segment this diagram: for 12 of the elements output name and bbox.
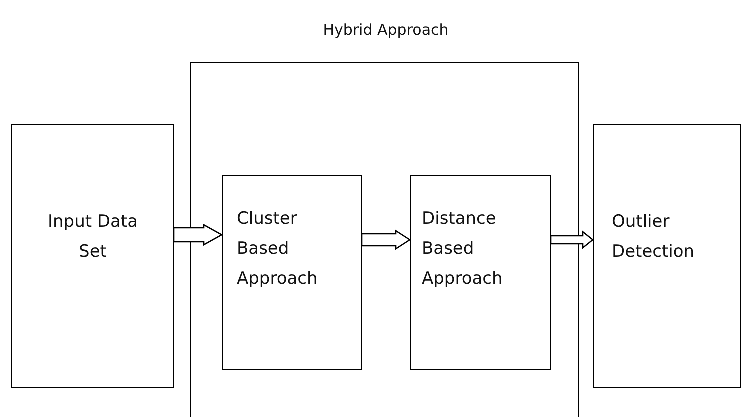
process-box (11, 124, 174, 388)
node-label: Input Data Set (46, 211, 139, 264)
group-heading: Hybrid Approach (322, 20, 450, 41)
block-arrow (173, 224, 224, 246)
node-label: Cluster Based Approach (237, 208, 319, 291)
process-box (410, 175, 551, 370)
node-label: Distance Based Approach (422, 208, 504, 291)
process-box (222, 175, 362, 370)
block-arrow (361, 230, 412, 250)
process-box (593, 124, 741, 388)
block-arrow (550, 230, 594, 250)
node-label: Outlier Detection (612, 211, 696, 264)
